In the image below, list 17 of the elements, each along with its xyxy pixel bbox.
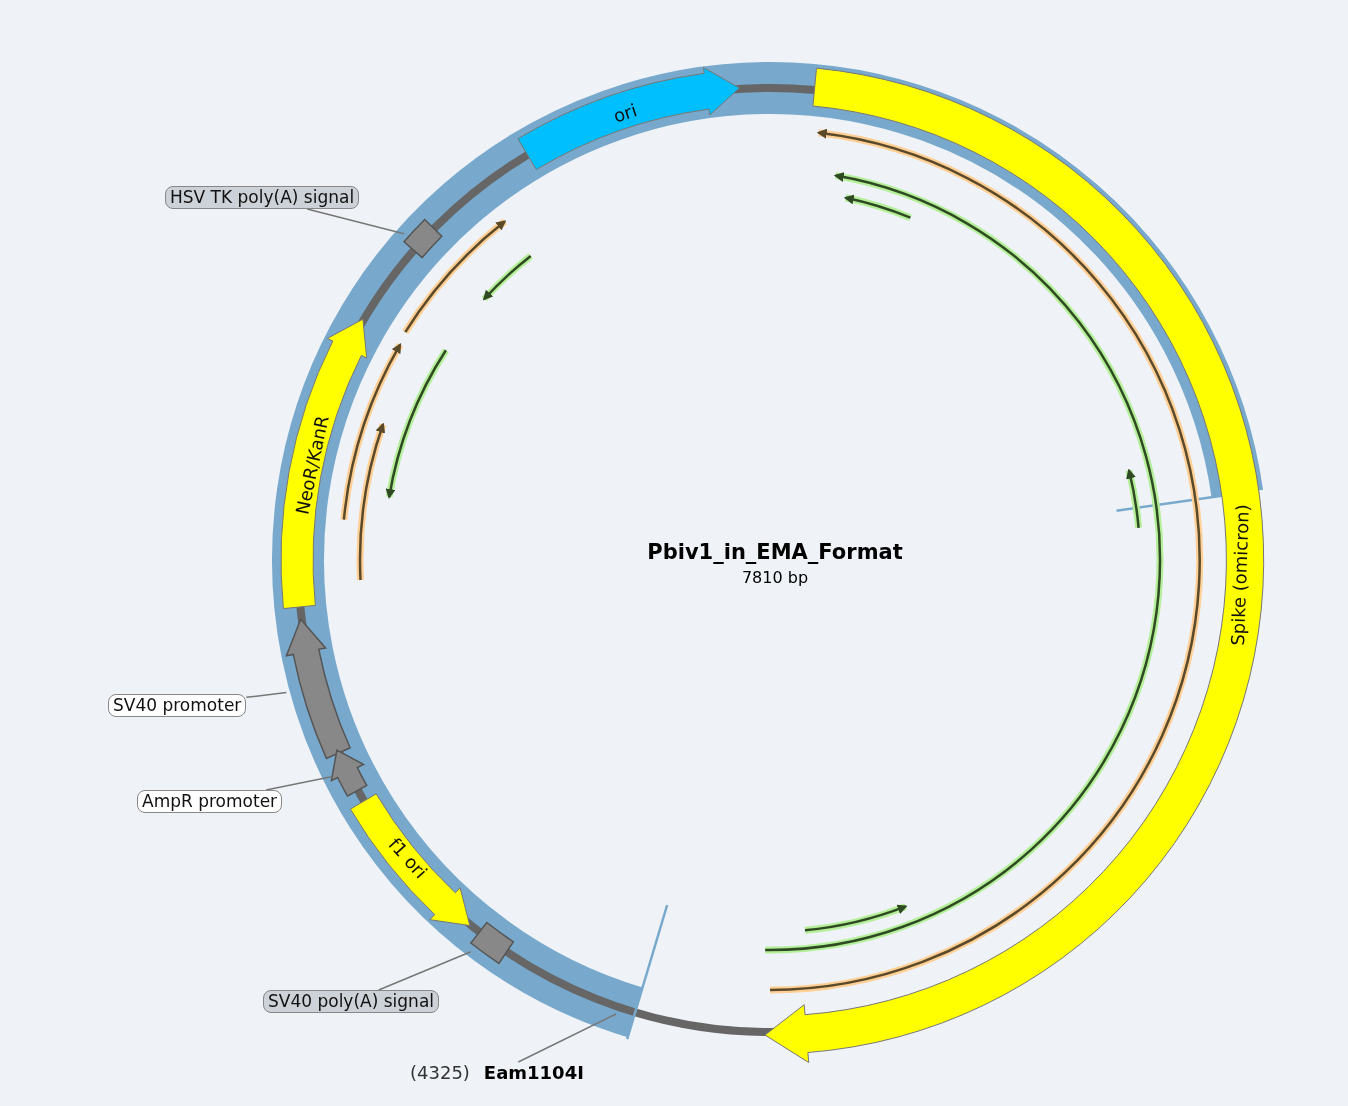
feature-callout: SV40 promoter — [108, 694, 247, 717]
promoter-feature — [285, 618, 351, 760]
leader-line — [517, 1013, 617, 1063]
feature-callout: SV40 poly(A) signal — [263, 990, 439, 1013]
origin-feature: f1 ori — [349, 793, 471, 926]
feature-callout: HSV TK poly(A) signal — [165, 186, 360, 209]
leader-line — [265, 775, 333, 791]
leader-line — [245, 691, 288, 699]
terminator-feature — [470, 921, 515, 965]
terminator-feature — [403, 218, 443, 259]
enzyme-name: Eam1104I — [483, 1062, 584, 1083]
site-position: (4325) — [410, 1062, 470, 1083]
promoter-feature — [330, 749, 368, 797]
leader-line — [377, 951, 472, 991]
origin-feature: ori — [517, 67, 740, 171]
leader-line — [306, 208, 405, 235]
feature-callout: AmpR promoter — [137, 790, 283, 813]
